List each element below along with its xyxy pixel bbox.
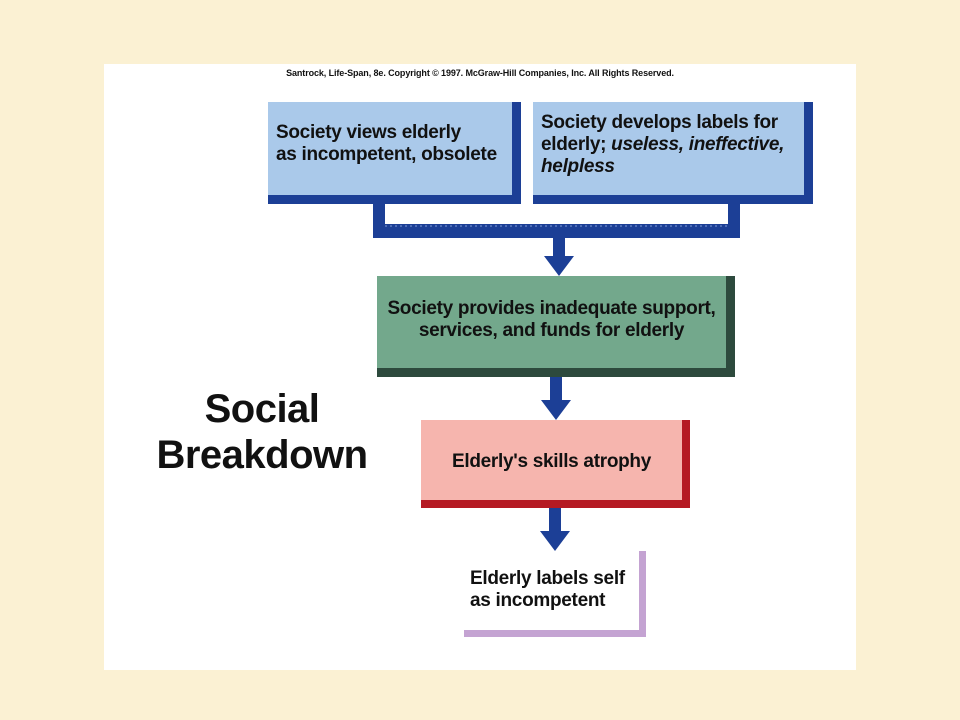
box-skills-atrophy-text: Elderly's skills atrophy [451,451,652,472]
box-society-views-line-2: as incompetent, obsolete [276,144,497,165]
labels-line-2-italic: useless, ineffective, [611,134,785,155]
box-society-labels-line-3: helpless [541,156,615,177]
box-self-label-line-2: as incompetent [470,590,606,611]
box-self-label: Elderly labels self as incompetent [464,551,646,637]
box-inadequate-support: Society provides inadequate support, ser… [377,276,735,377]
labels-line-2-plain: elderly; [541,134,612,155]
box-society-labels-line-1: Society develops labels for [541,112,778,133]
box-society-views-line-1: Society views elderly [276,122,461,143]
box-skills-atrophy: Elderly's skills atrophy [421,420,690,508]
box-society-views: Society views elderly as incompetent, ob… [268,102,521,204]
box-society-labels-line-2: elderly; useless, ineffective, [541,134,804,156]
title-line-2: Breakdown [156,433,368,477]
diagram-title: Social Breakdown [150,386,374,478]
box-society-labels: Society develops labels for elderly; use… [533,102,813,204]
box-inadequate-support-line-1: Society provides inadequate support, [387,298,716,319]
box-inadequate-support-line-2: services, and funds for elderly [418,320,685,341]
copyright-credit: Santrock, Life-Span, 8e. Copyright © 199… [286,68,674,78]
title-line-1: Social [204,387,320,431]
box-self-label-line-1: Elderly labels self [470,568,625,589]
